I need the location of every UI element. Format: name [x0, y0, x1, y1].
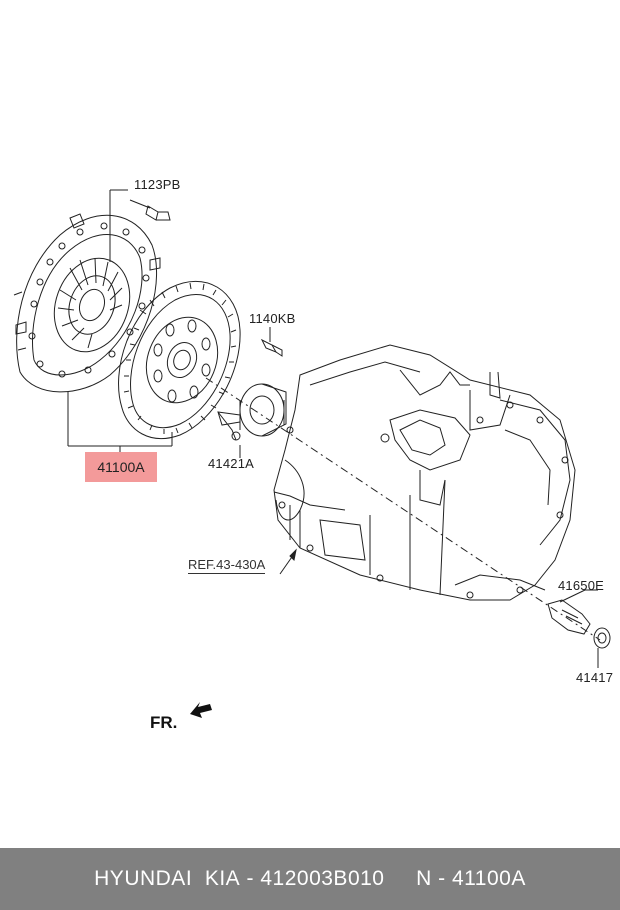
- bolt-1140kb: [260, 327, 283, 357]
- footer-bar: HYUNDAI KIA - 412003B010 N - 41100A: [0, 848, 620, 910]
- oil-seal: [593, 627, 611, 668]
- label-ref-43-430a: REF.43-430A: [188, 557, 266, 574]
- footer-brand: HYUNDAI: [94, 867, 193, 890]
- release-bearing: [217, 383, 287, 458]
- label-41421a: 41421A: [208, 456, 255, 471]
- footer-n-prefix: N -: [416, 867, 452, 890]
- footer-brand2: KIA: [204, 867, 241, 890]
- footer-separator: -: [240, 867, 261, 890]
- footer-part-number: 412003B010: [260, 867, 385, 890]
- bolt-1123pb: [109, 189, 171, 262]
- speed-sensor: [547, 589, 598, 635]
- label-41100a-highlighted: 41100A: [85, 452, 157, 482]
- footer-n-code: 41100A: [452, 867, 526, 890]
- ref-arrow: [279, 548, 297, 575]
- center-axis-line: [205, 377, 601, 641]
- front-arrow-icon: [190, 702, 212, 718]
- label-1123pb: 1123PB: [134, 177, 181, 192]
- label-front: FR.: [150, 713, 178, 732]
- label-41417: 41417: [576, 670, 614, 685]
- transmission-housing: [273, 344, 576, 601]
- footer-gap: [384, 867, 416, 891]
- pressure-plate: [13, 213, 161, 393]
- label-41650e: 41650E: [558, 578, 605, 593]
- clutch-disc: [118, 280, 241, 440]
- label-1140kb: 1140KB: [249, 311, 296, 326]
- exploded-parts-diagram: [13, 189, 611, 718]
